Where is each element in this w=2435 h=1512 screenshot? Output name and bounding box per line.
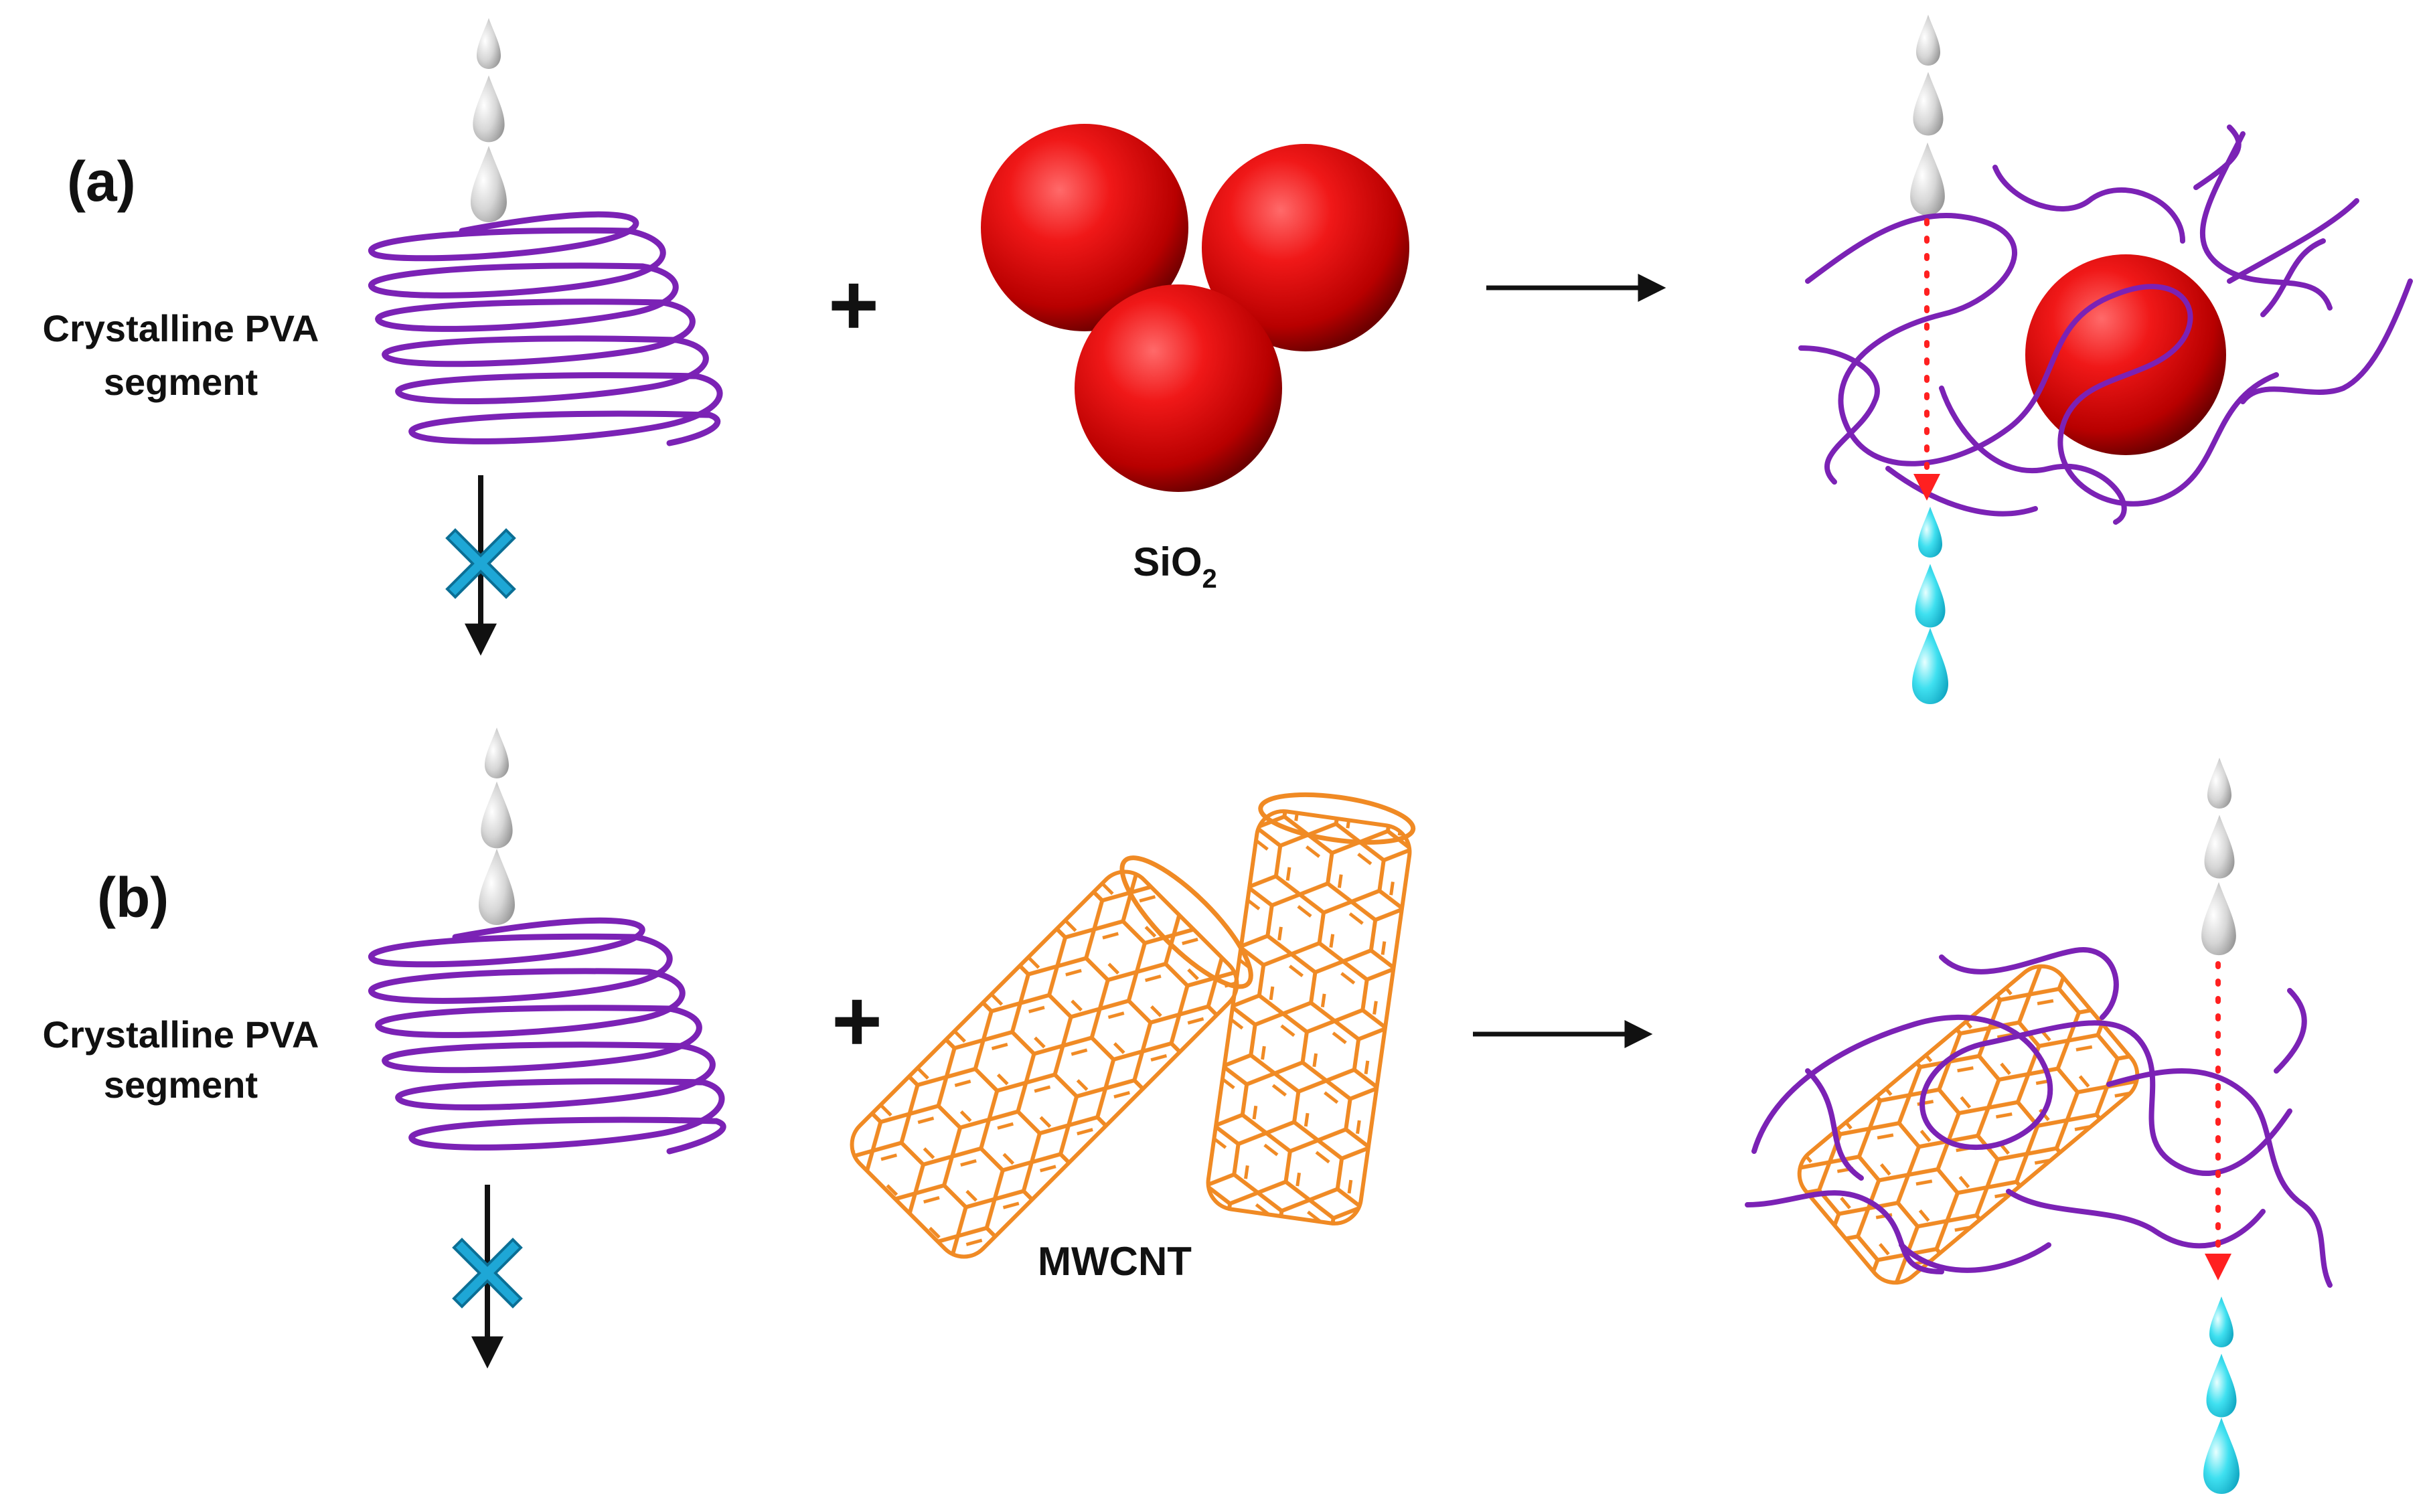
panel-b-polymer-label-line2: segment <box>104 1064 258 1106</box>
panel-a-product-incoming-drops <box>1910 15 1945 216</box>
panel-a-silica-spheres <box>981 124 1409 492</box>
panel-a-polymer-label-line2: segment <box>104 361 258 403</box>
panel-a-permeated-drops <box>1912 507 1948 704</box>
carbon-nanotube <box>850 855 1253 1259</box>
water-drop-icon <box>2209 1296 2233 1347</box>
panel-b-incoming-drops <box>479 728 515 925</box>
panel-b-nanotubes <box>850 792 1416 1259</box>
water-drop-icon <box>2203 1418 2240 1494</box>
water-drop-icon <box>2204 815 2235 879</box>
x-mark-icon <box>452 1238 523 1309</box>
water-drop-icon <box>473 75 505 143</box>
silica-sphere <box>1075 284 1282 492</box>
panel-b-permeated-drops <box>2203 1296 2240 1494</box>
water-drop-icon <box>2201 881 2236 956</box>
silica-sphere <box>981 124 1188 331</box>
x-mark-icon <box>445 528 516 599</box>
water-drop-icon <box>485 728 509 778</box>
panel-b-composite <box>1745 758 2333 1494</box>
panel-b-filler-label: MWCNT <box>1038 1239 1192 1284</box>
panel-a-plus: + <box>828 256 879 353</box>
water-drop-icon <box>1916 15 1940 66</box>
panel-b-product-incoming-drops <box>2201 758 2236 956</box>
amorphous-pva-chains <box>1798 124 2413 525</box>
water-drop-icon <box>477 18 501 69</box>
panel-a-composite <box>1798 15 2413 704</box>
carbon-nanotube <box>1797 964 2140 1285</box>
panel-b: (b) Crystalline PVA segment + MWCNT <box>43 728 2333 1494</box>
water-drop-icon <box>479 849 515 925</box>
amorphous-pva-chains <box>1745 947 2333 1288</box>
water-drop-icon <box>1918 507 1942 558</box>
panel-b-plus: + <box>832 972 882 1070</box>
panel-b-tag: (b) <box>97 866 169 929</box>
panel-a-filler-label: SiO2 <box>1133 539 1217 594</box>
water-drop-icon <box>1912 628 1948 704</box>
water-drop-icon <box>1910 142 1945 216</box>
panel-a-incoming-drops <box>471 18 507 222</box>
carbon-nanotube <box>1206 792 1416 1226</box>
silica-sphere <box>1202 144 1409 351</box>
water-drop-icon <box>2207 758 2231 809</box>
panel-a-polymer-label-line1: Crystalline PVA <box>43 307 319 349</box>
panel-b-crystalline-pva-coil <box>368 917 726 1155</box>
water-drop-icon <box>1915 564 1946 628</box>
water-drop-icon <box>2206 1353 2237 1418</box>
water-drop-icon <box>481 781 513 849</box>
water-drop-icon <box>471 146 507 222</box>
panel-b-polymer-label-line1: Crystalline PVA <box>43 1013 319 1056</box>
water-drop-icon <box>1913 72 1944 136</box>
panel-a: (a) Crystalline PVA segment + SiO2 <box>43 15 2413 704</box>
panel-a-tag: (a) <box>67 150 136 213</box>
panel-a-crystalline-pva-coil <box>368 211 723 446</box>
